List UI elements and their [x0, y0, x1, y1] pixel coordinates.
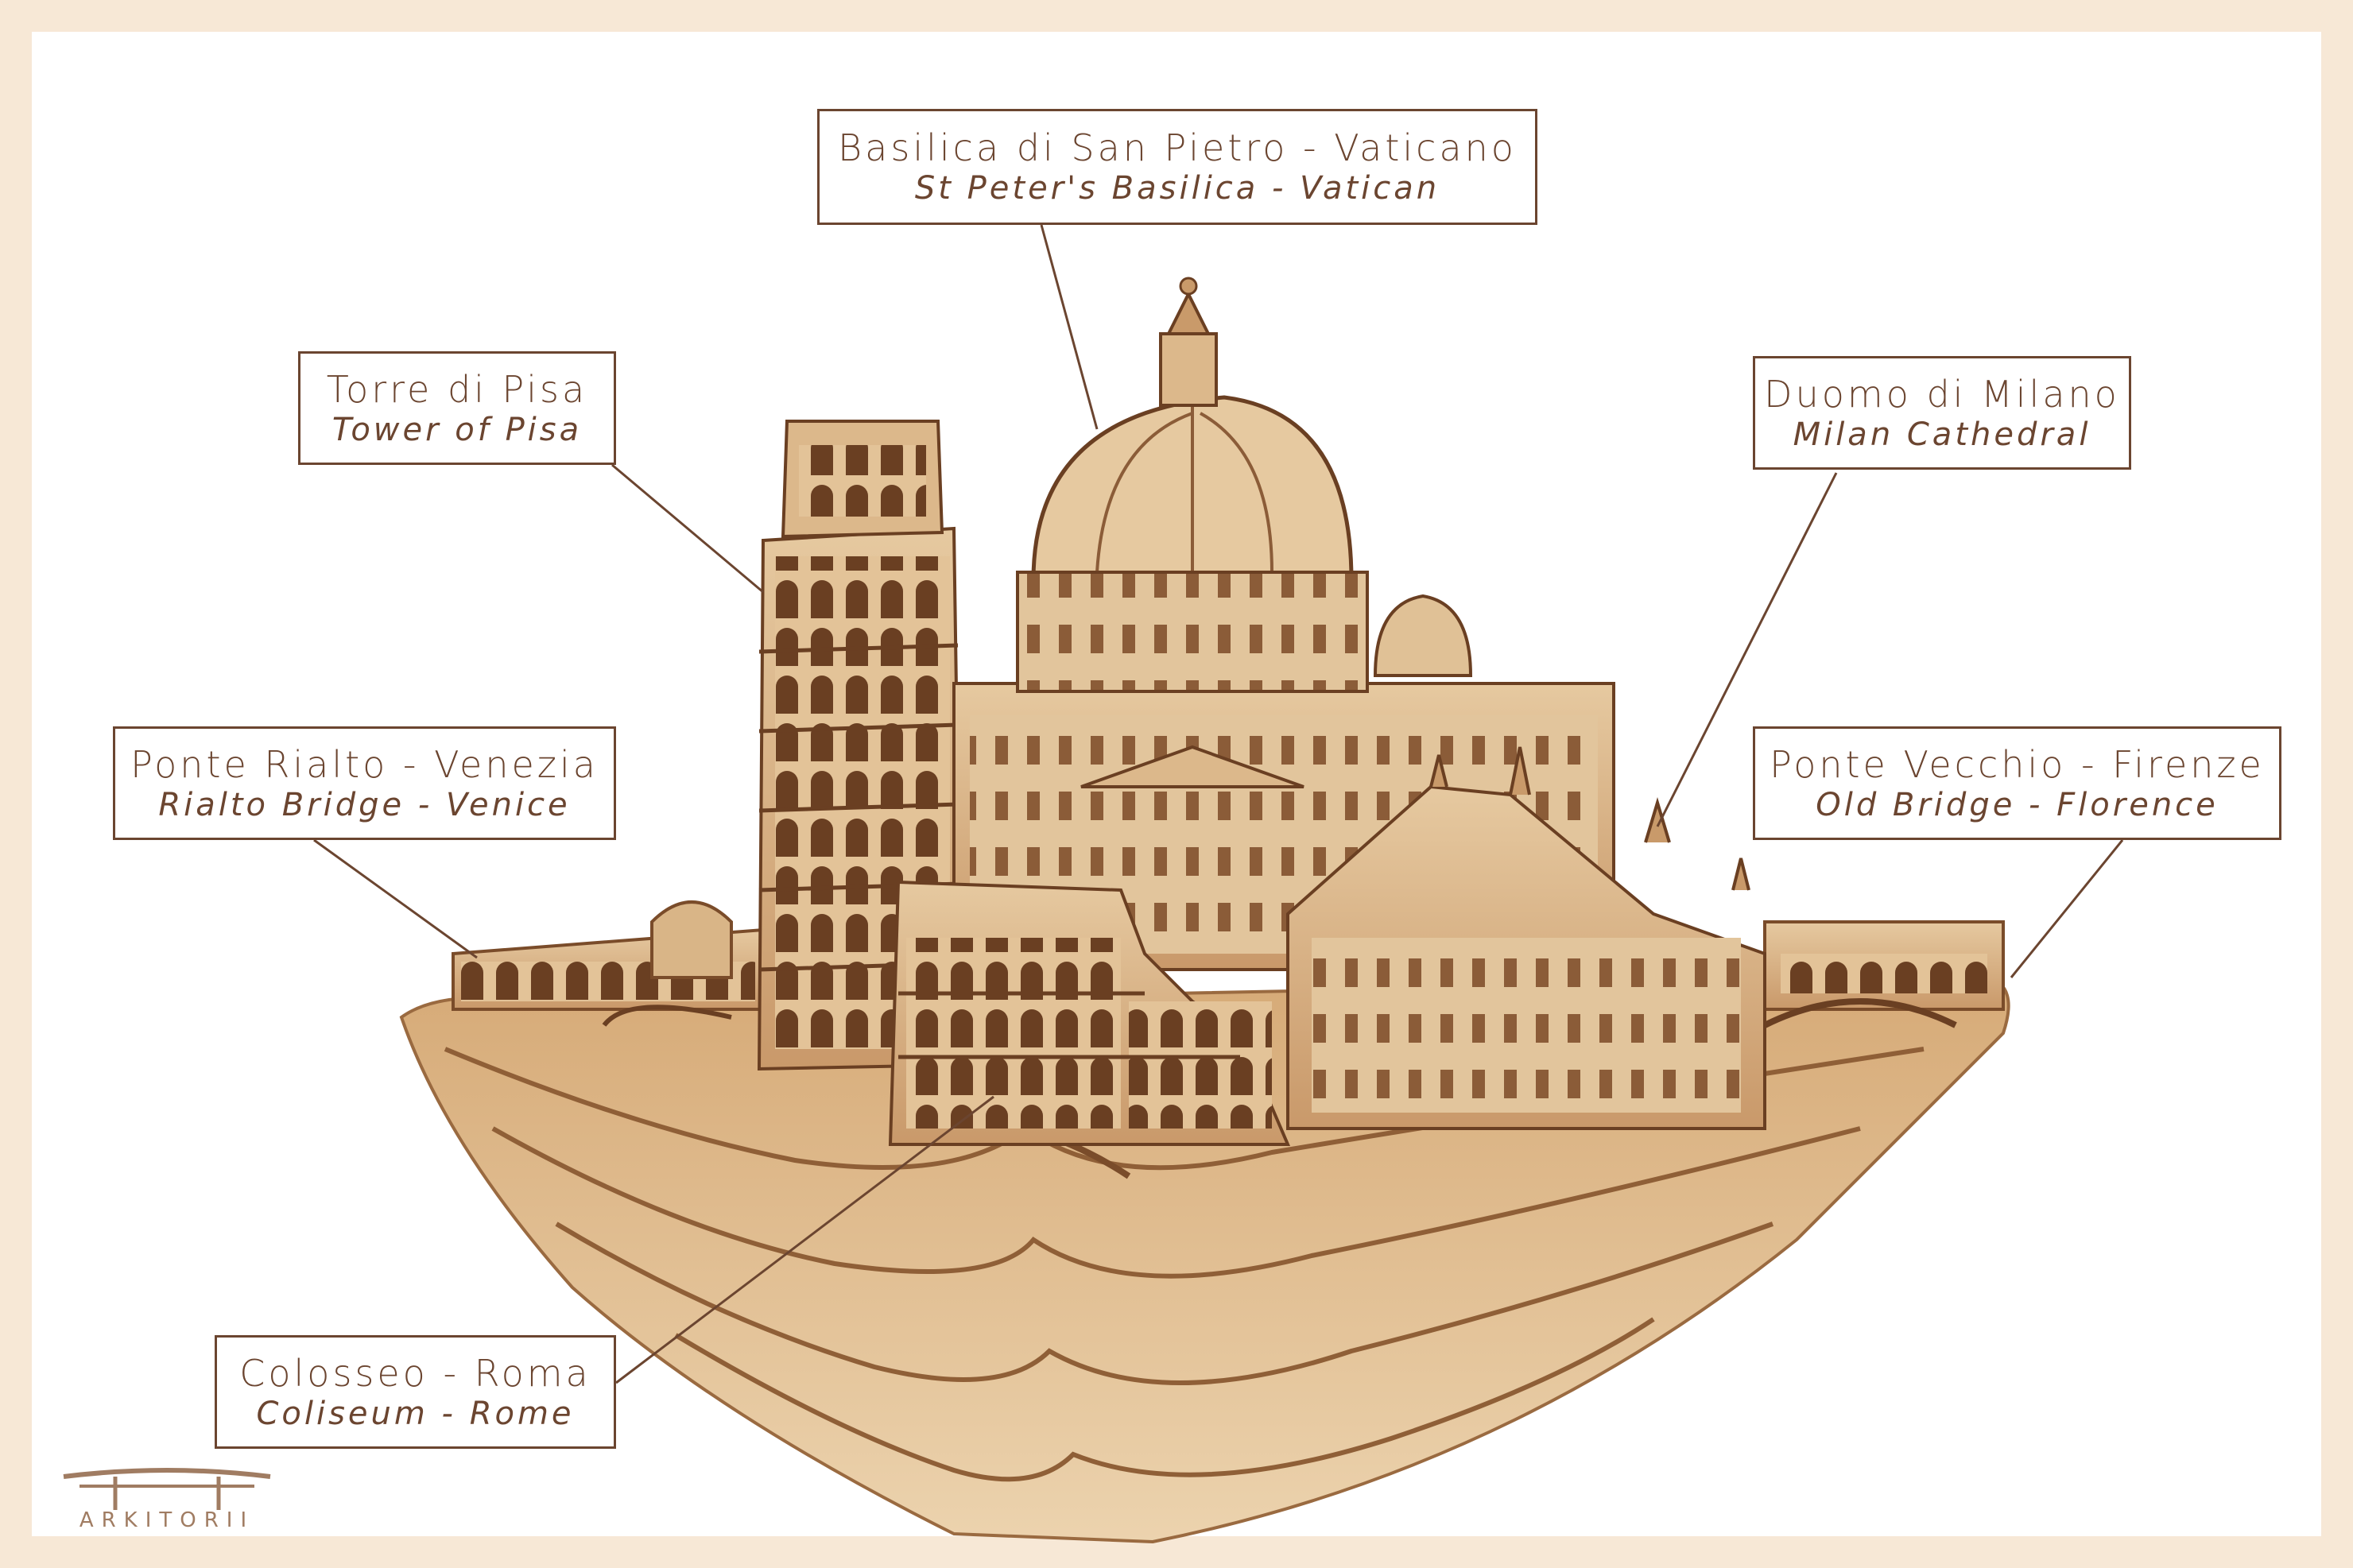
label-colosseo: Colosseo - Roma Coliseum - Rome	[215, 1335, 616, 1449]
label-milano-italian: Duomo di Milano	[1764, 372, 2120, 416]
colosseum-model	[888, 880, 1291, 1146]
label-colosseo-english: Coliseum - Rome	[256, 1395, 575, 1432]
label-colosseo-italian: Colosseo - Roma	[239, 1351, 591, 1395]
arkitorii-logo: ARKITORII	[48, 1462, 286, 1542]
label-rialto-italian: Ponte Rialto - Venezia	[130, 742, 599, 786]
ponte-vecchio-model	[1763, 920, 2005, 1028]
label-milano: Duomo di Milano Milan Cathedral	[1753, 356, 2131, 470]
label-rialto: Ponte Rialto - Venezia Rialto Bridge - V…	[113, 726, 616, 840]
rialto-bridge-model	[452, 900, 765, 1027]
label-milano-english: Milan Cathedral	[1793, 416, 2091, 453]
label-basilica-italian: Basilica di San Pietro - Vaticano	[838, 126, 1517, 169]
label-vecchio-english: Old Bridge - Florence	[1816, 786, 2219, 823]
label-pisa: Torre di Pisa Tower of Pisa	[298, 351, 616, 465]
label-pisa-english: Tower of Pisa	[331, 411, 583, 448]
label-pisa-italian: Torre di Pisa	[326, 367, 588, 411]
milan-cathedral-model	[1286, 746, 1766, 1130]
label-rialto-english: Rialto Bridge - Venice	[158, 786, 571, 823]
leader-lines	[313, 224, 2124, 1384]
label-vecchio: Ponte Vecchio - Firenze Old Bridge - Flo…	[1753, 726, 2281, 840]
torii-gate-icon	[63, 1468, 271, 1510]
label-vecchio-italian: Ponte Vecchio - Firenze	[1770, 742, 2265, 786]
label-basilica-english: St Peter's Basilica - Vatican	[914, 170, 1440, 207]
logo-text: ARKITORII	[79, 1508, 255, 1532]
label-basilica: Basilica di San Pietro - Vaticano St Pet…	[817, 109, 1537, 225]
